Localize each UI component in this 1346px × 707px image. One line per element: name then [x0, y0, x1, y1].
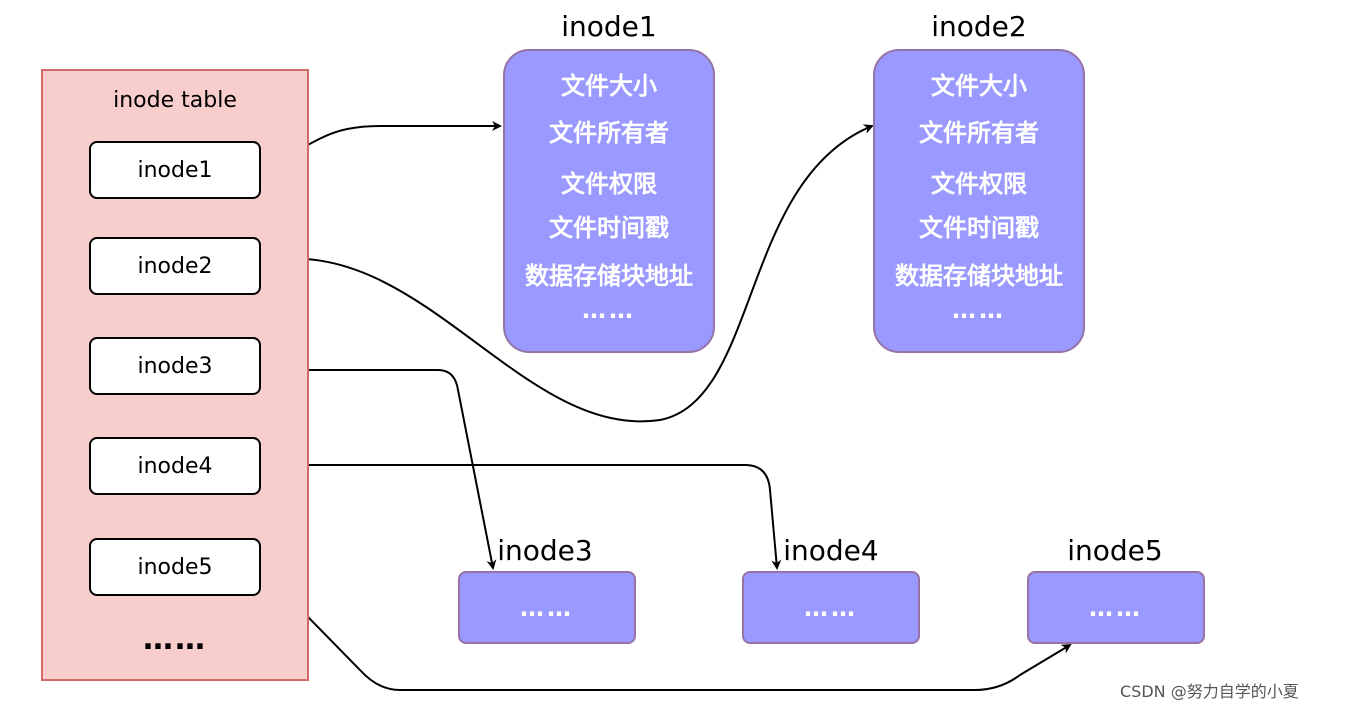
inode1-field-size: 文件大小: [561, 72, 657, 100]
inode2-more: ……: [952, 296, 1006, 324]
inode5-more: ……: [1089, 593, 1143, 622]
inode3-title: inode3: [497, 534, 593, 567]
inode-table-entry-1[interactable]: inode1: [89, 141, 261, 199]
inode1-node: 文件大小 文件所有者 文件权限 文件时间戳 数据存储块地址 ……: [503, 49, 715, 353]
arrow-inode4: [262, 464, 782, 570]
inode5-title: inode5: [1067, 534, 1163, 567]
inode1-title: inode1: [561, 10, 657, 43]
inode-table-title: inode table: [113, 88, 237, 113]
inode1-more: ……: [582, 296, 636, 324]
inode-table-entry-5[interactable]: inode5: [89, 538, 261, 596]
arrow-inode5: [261, 569, 1072, 691]
inode4-title: inode4: [783, 534, 879, 567]
inode3-more: ……: [520, 593, 574, 622]
inode2-field-size: 文件大小: [931, 72, 1027, 100]
inode1-field-timestamp: 文件时间戳: [549, 214, 669, 242]
inode2-field-block-address: 数据存储块地址: [895, 262, 1063, 290]
inode4-node: ……: [742, 571, 920, 644]
inode4-more: ……: [804, 593, 858, 622]
inode1-field-owner: 文件所有者: [549, 119, 669, 147]
inode5-node: ……: [1027, 571, 1205, 644]
arrow-inode2: [261, 124, 874, 423]
inode3-node: ……: [458, 571, 636, 644]
inode2-field-timestamp: 文件时间戳: [919, 214, 1039, 242]
inode2-field-permission: 文件权限: [931, 170, 1027, 198]
inode-table-entry-2[interactable]: inode2: [89, 237, 261, 295]
watermark: CSDN @努力自学的小夏: [1120, 682, 1299, 701]
inode2-title: inode2: [931, 10, 1027, 43]
inode-table-more: ……: [143, 622, 207, 657]
inode2-node: 文件大小 文件所有者 文件权限 文件时间戳 数据存储块地址 ……: [873, 49, 1085, 353]
arrow-inode3: [262, 369, 497, 570]
inode-table-entry-4[interactable]: inode4: [89, 437, 261, 495]
inode-table-entry-3[interactable]: inode3: [89, 337, 261, 395]
inode1-field-permission: 文件权限: [561, 170, 657, 198]
inode2-field-owner: 文件所有者: [919, 119, 1039, 147]
inode1-field-block-address: 数据存储块地址: [525, 262, 693, 290]
